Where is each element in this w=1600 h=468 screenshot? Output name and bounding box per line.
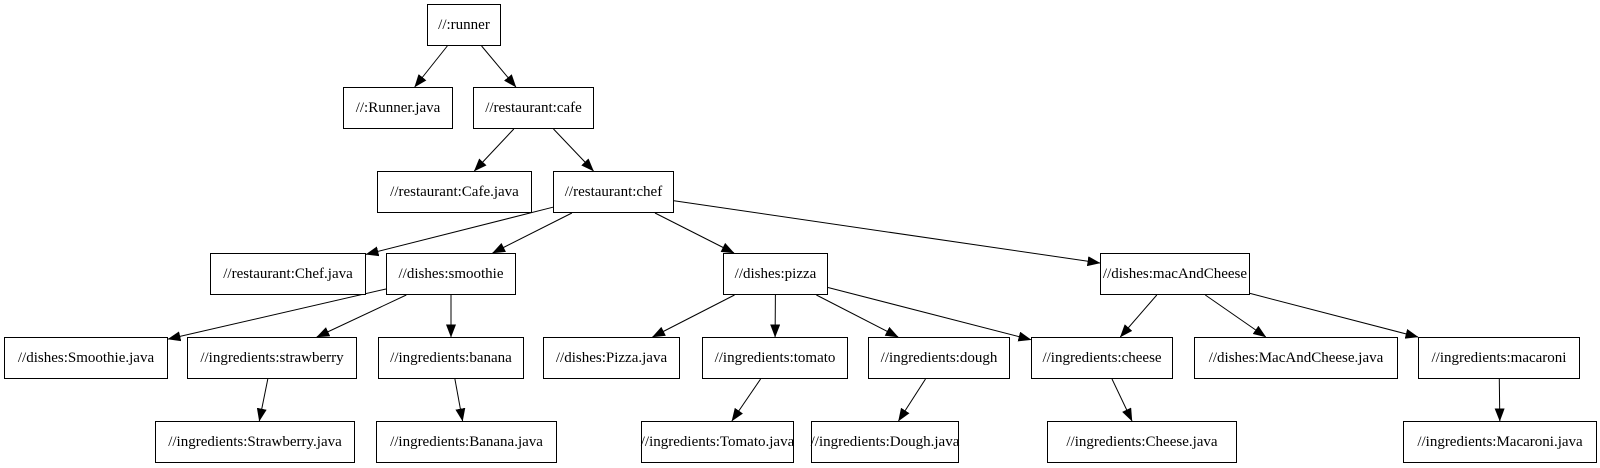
node-strawberry-java: //ingredients:Strawberry.java	[155, 421, 355, 463]
node-strawberry: //ingredients:strawberry	[187, 337, 357, 379]
edge-pizza-to-pizza-java	[652, 294, 735, 338]
edge-runner-to-cafe	[481, 45, 517, 88]
node-dough: //ingredients:dough	[868, 337, 1010, 379]
node-tomato: //ingredients:tomato	[702, 337, 848, 379]
node-chef: //restaurant:chef	[553, 171, 674, 213]
edge-macaroni-to-macaroni-java	[1494, 378, 1505, 422]
edge-runner-to-runner-java	[414, 45, 448, 88]
node-banana: //ingredients:banana	[378, 337, 524, 379]
node-smoothie-java: //dishes:Smoothie.java	[4, 337, 168, 379]
node-cheese-java: //ingredients:Cheese.java	[1047, 421, 1237, 463]
node-pizza-java: //dishes:Pizza.java	[543, 337, 680, 379]
node-chef-java: //restaurant:Chef.java	[210, 253, 366, 295]
node-tomato-java: //ingredients:Tomato.java	[641, 421, 794, 463]
node-pizza: //dishes:pizza	[723, 253, 828, 295]
edge-mac-and-cheese-to-mac-and-cheese-java	[1205, 294, 1267, 338]
node-macaroni: //ingredients:macaroni	[1418, 337, 1580, 379]
node-runner: //:runner	[427, 4, 501, 46]
node-cafe-java: //restaurant:Cafe.java	[377, 171, 532, 213]
edge-mac-and-cheese-to-macaroni	[1249, 292, 1419, 339]
node-smoothie: //dishes:smoothie	[386, 253, 516, 295]
node-banana-java: //ingredients:Banana.java	[376, 421, 557, 463]
edge-mac-and-cheese-to-cheese	[1119, 294, 1158, 338]
edge-dough-to-dough-java	[898, 378, 926, 422]
edge-chef-to-smoothie	[492, 212, 573, 254]
edge-pizza-to-dough	[816, 294, 899, 338]
edge-pizza-to-cheese	[827, 287, 1032, 342]
node-cafe: //restaurant:cafe	[473, 87, 594, 129]
edge-tomato-to-tomato-java	[731, 378, 762, 422]
edge-chef-to-pizza	[654, 212, 735, 254]
node-runner-java: //:Runner.java	[343, 87, 453, 129]
edge-cafe-to-cafe-java	[473, 128, 515, 172]
edge-strawberry-to-strawberry-java	[256, 378, 269, 422]
edge-banana-to-banana-java	[454, 378, 466, 422]
node-cheese: //ingredients:cheese	[1031, 337, 1173, 379]
node-dough-java: //ingredients:Dough.java	[811, 421, 959, 463]
node-mac-and-cheese: //dishes:macAndCheese	[1100, 253, 1250, 295]
edge-cafe-to-chef	[553, 128, 594, 172]
edge-cheese-to-cheese-java	[1111, 378, 1133, 422]
edge-smoothie-to-smoothie-java	[167, 288, 387, 342]
edge-chef-to-chef-java	[365, 206, 554, 257]
node-mac-and-cheese-java: //dishes:MacAndCheese.java	[1194, 337, 1398, 379]
edge-smoothie-to-strawberry	[316, 294, 407, 338]
node-macaroni-java: //ingredients:Macaroni.java	[1403, 421, 1597, 463]
